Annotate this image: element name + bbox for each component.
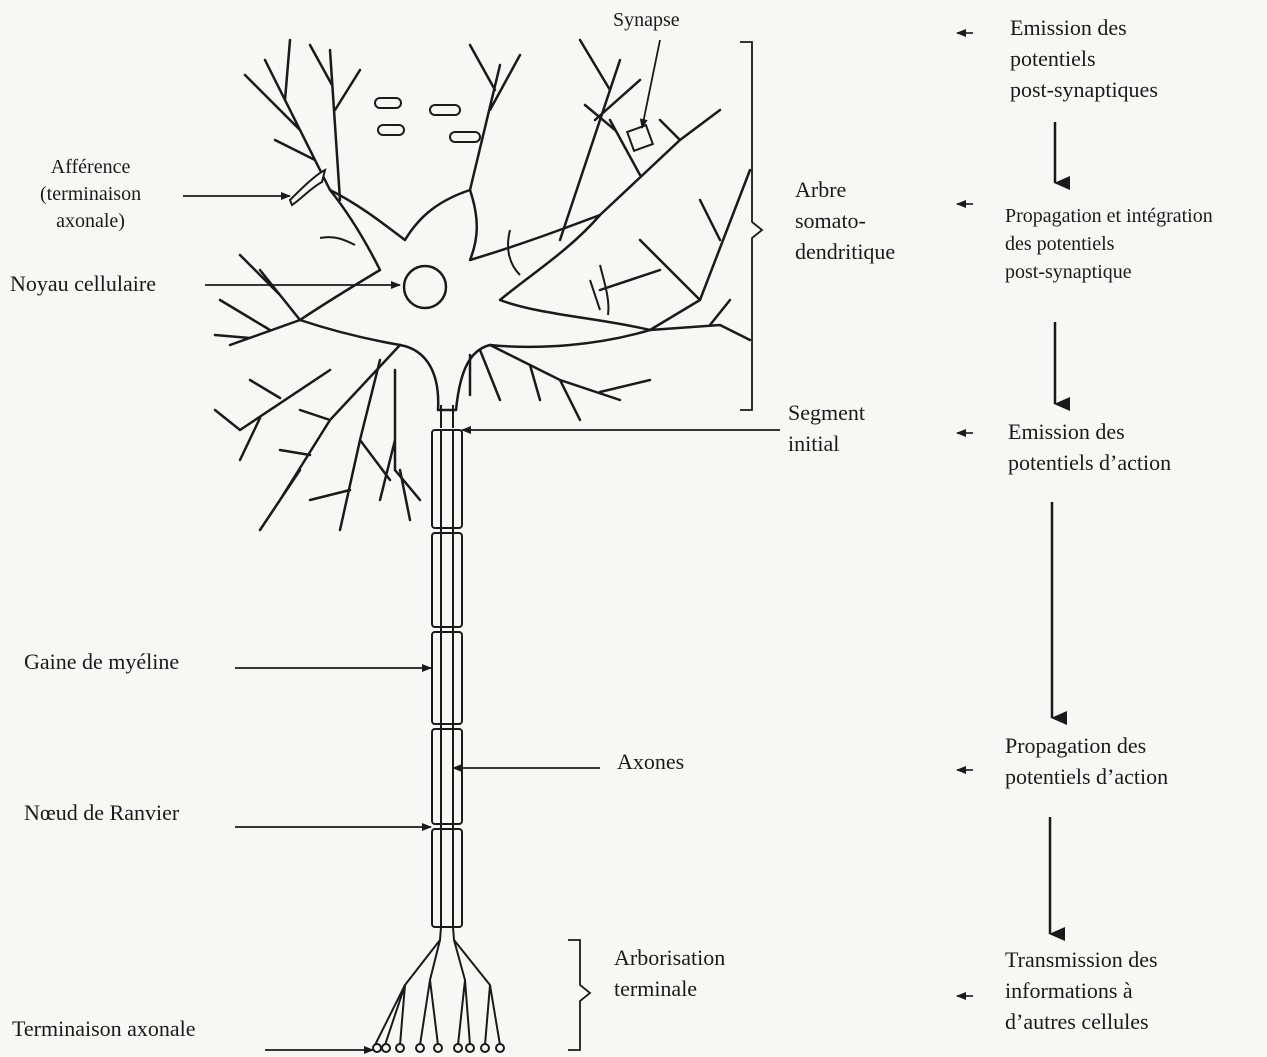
flow-step-3: Emission des potentiels d’action bbox=[1008, 416, 1171, 478]
afferent-terminals bbox=[290, 98, 608, 315]
label-pointers bbox=[183, 40, 780, 1050]
myelin-segment bbox=[432, 430, 462, 528]
label-terminaison: Terminaison axonale bbox=[12, 1013, 196, 1044]
myelin-segment bbox=[432, 729, 462, 824]
flow-step-2: Propagation et intégration des potentiel… bbox=[1005, 202, 1213, 286]
label-arborisation: Arborisation terminale bbox=[614, 942, 725, 1004]
flow-step-4: Propagation des potentiels d’action bbox=[1005, 730, 1168, 792]
axon-terminals bbox=[373, 1044, 504, 1052]
myelin-segment bbox=[432, 632, 462, 724]
label-arbre: Arbre somato- dendritique bbox=[795, 174, 895, 267]
label-gaine: Gaine de myéline bbox=[24, 646, 179, 677]
label-afference: Afférence (terminaison axonale) bbox=[40, 154, 141, 235]
brace-arborisation bbox=[568, 940, 590, 1050]
synapse-box bbox=[627, 125, 653, 151]
label-noyau: Noyau cellulaire bbox=[10, 268, 156, 299]
label-synapse: Synapse bbox=[613, 5, 680, 36]
label-segment: Segment initial bbox=[788, 397, 865, 459]
flow-step-1: Emission des potentiels post-synaptiques bbox=[1010, 12, 1158, 105]
label-axones: Axones bbox=[617, 746, 684, 777]
axon bbox=[375, 405, 500, 1045]
myelin-segment bbox=[432, 533, 462, 627]
flow-pointers bbox=[957, 33, 973, 996]
nucleus bbox=[404, 266, 446, 308]
myelin-segment bbox=[432, 829, 462, 927]
flow-step-5: Transmission des informations à d’autres… bbox=[1005, 944, 1158, 1037]
brace-arbre bbox=[740, 42, 762, 410]
label-noeud: Nœud de Ranvier bbox=[24, 797, 179, 828]
